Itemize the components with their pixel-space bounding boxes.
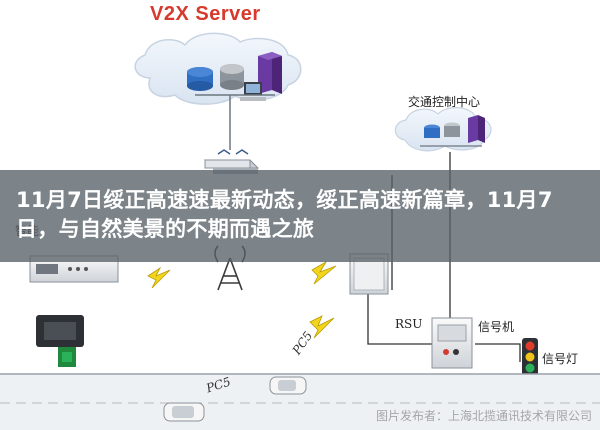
headline-text: 11月7日绥正高速速最新动态，绥正高速新篇章，11月7日，与自然美景的不期而遇之… [16,188,553,241]
signal-controller-icon [431,317,473,369]
traffic-light-icon [522,338,538,376]
tower-server-icon [258,52,282,94]
traffic-center-cloud [394,107,492,152]
watermark-text: 图片发布者：上海北揽通讯技术有限公司 [375,409,592,423]
signal-light-label: 信号灯 [542,352,579,366]
signal-machine-label: 信号机 [478,320,515,334]
headline-overlay [0,170,600,262]
database-server-icon [187,67,213,91]
vehicle-icon [269,376,307,395]
storage-server-icon [220,64,244,90]
traffic-center-label: 交通控制中心 [408,95,481,109]
rsu-label: RSU [395,317,423,331]
camera-icon [36,315,84,367]
rsu-icon [349,253,389,295]
server-network-lines [195,94,275,150]
server-title: V2X Server [150,3,261,25]
vehicle-icon-lower [163,402,205,422]
workstation-icon [240,82,266,101]
